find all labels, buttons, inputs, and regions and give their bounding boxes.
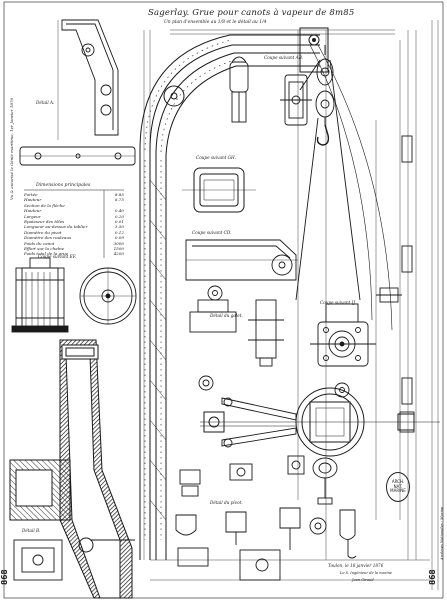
dimension-value: 6.75 [114, 197, 124, 203]
sheet-number-left: 868 [0, 569, 9, 585]
dimension-row: Poids du canot 3000 [24, 241, 124, 246]
dimension-row: Diamètre des rouleaux 0.09 [24, 235, 124, 240]
pivot-detail [189, 299, 284, 367]
signature-place-date: Toulon, le 18 janvier 1876 [328, 563, 384, 568]
dimension-table-frame [24, 189, 124, 258]
dimension-row: Section de la flèche [24, 203, 124, 208]
stay-bars [221, 397, 297, 448]
label-coupe-ef: Coupe suivant EF. [38, 254, 77, 259]
archive-stamp-text: ARCH. NAT. MARINE [390, 479, 406, 494]
dimension-label: Hauteur [24, 208, 42, 214]
scale-note: Un plan d'ensemble au 1/8 et le détail a… [164, 20, 267, 25]
sheet-number-right: 868 [428, 569, 437, 585]
dimension-value: 0.20 [114, 213, 124, 219]
signature-line3: Jean Giraud [352, 578, 374, 582]
label-detail-galet: Détail du galet. [210, 313, 243, 318]
label-detail-a: Détail A. [36, 100, 55, 105]
dimension-row: Effort sur la chaîne 1500 [24, 246, 124, 251]
dimension-row: Epaisseur des tôles 0.01 [24, 219, 124, 224]
dimension-label: Portée [24, 192, 38, 197]
right-margin-note: Archives Nationales - Marine [440, 506, 444, 560]
dimension-label: Diamètre du pivot [24, 229, 62, 235]
dimension-label: Effort sur la chaîne [24, 245, 65, 251]
sweep-arcs [309, 44, 393, 331]
label-coupe-cd: Coupe suivant CD. [192, 230, 232, 235]
detail-a-bracket [57, 19, 119, 140]
sheet-title: Sagerlay. Grue pour canots à vapeur de 8… [148, 8, 355, 18]
dimension-row: Portée 8.85 [24, 192, 124, 197]
dimension-label: Poids du canot [24, 240, 55, 246]
bearing-bracket [310, 303, 376, 367]
dimension-label: Hauteur [24, 197, 42, 203]
jib-pulley [163, 85, 185, 107]
section-gh [182, 167, 256, 213]
dimension-value: 8.85 [114, 192, 124, 197]
dimension-label: Largeur [24, 213, 41, 219]
label-coupe-gh: Coupe suivant GH. [196, 155, 236, 160]
galet-roller [185, 239, 298, 301]
section-ef-wheel [79, 267, 137, 325]
construction-lines [143, 20, 439, 590]
dimension-value: 1500 [113, 245, 124, 251]
detail-b [13, 539, 63, 581]
crane-jib [139, 27, 329, 560]
dimension-row: Longueur au-dessus du tablier 3.50 [24, 224, 124, 229]
dimension-row: Largeur 0.20 [24, 214, 124, 219]
left-margin-note: Vu & autorisé le Génie maritime, 1er Jan… [9, 97, 14, 200]
dimension-row: Poids total de la grue 4200 [24, 251, 124, 256]
label-coupe-ij: Coupe suivant IJ. [320, 300, 357, 305]
dimension-label: Diamètre des rouleaux [24, 235, 72, 241]
section-ef-drum [11, 257, 69, 333]
dimension-value: 0.40 [114, 208, 124, 214]
dimension-row: Hauteur 6.75 [24, 197, 124, 202]
dimension-value: 4200 [113, 251, 124, 257]
label-coupe-ab: Coupe suivant AB. [264, 55, 304, 60]
dimension-label: Longueur au-dessus du tablier [24, 224, 88, 230]
label-detail-pivot: Détail du pivot. [210, 500, 243, 505]
base-section [9, 339, 135, 599]
small-round-detail [179, 375, 253, 497]
right-guide [399, 135, 415, 433]
lower-fittings [175, 507, 357, 581]
dimension-value: 3000 [113, 240, 124, 246]
eye-bolt [287, 455, 338, 505]
dimension-label: Poids total de la grue [24, 251, 69, 257]
dimension-value: 3.50 [114, 224, 124, 230]
label-detail-b: Détail B. [22, 528, 41, 533]
dimension-table-title: Dimensions principales [36, 183, 91, 188]
signature-line2: Le S. Ingénieur de la marine [340, 571, 393, 575]
dimension-value: 0.01 [114, 218, 124, 224]
shackle-block [229, 56, 312, 126]
hook-assembly [295, 45, 361, 301]
dimension-label: Epaisseur des tôles [24, 218, 65, 224]
flat-bar [19, 146, 136, 166]
ring-base [200, 387, 440, 457]
sheet-border [3, 1, 444, 599]
dimension-row: Diamètre du pivot 0.12 [24, 230, 124, 235]
dimension-label: Section de la flèche [24, 202, 65, 208]
dimension-value: 0.12 [114, 229, 124, 235]
archive-stamp: ARCH. NAT. MARINE [386, 472, 410, 502]
dimension-value: 0.09 [114, 235, 124, 241]
dimension-row: Hauteur 0.40 [24, 208, 124, 213]
